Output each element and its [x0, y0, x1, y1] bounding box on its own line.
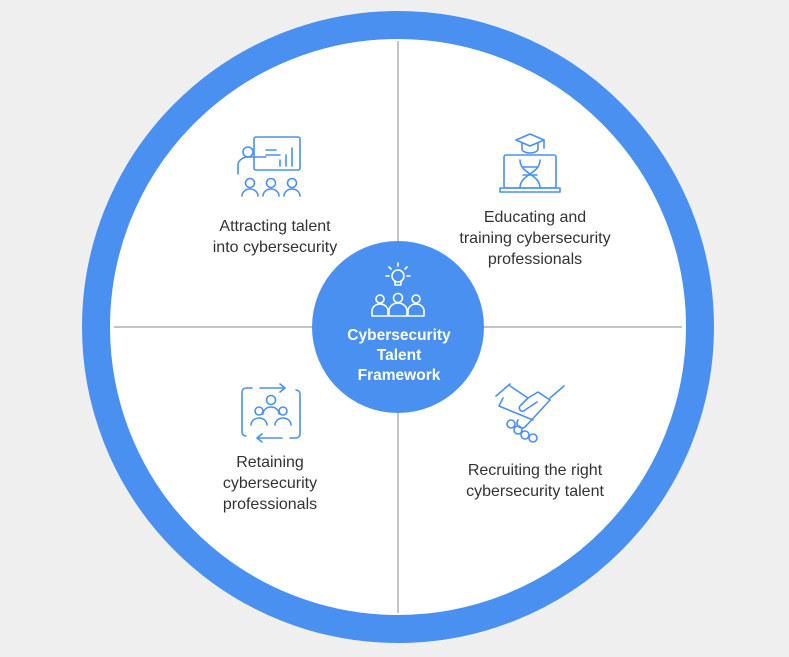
center-title: Cybersecurity Talent Framework	[347, 327, 451, 384]
center-circle	[312, 241, 484, 413]
quadrant-label-attracting: Attracting talent into cybersecurity	[212, 218, 338, 256]
presentation-audience-icon	[237, 136, 301, 197]
team-cycle-icon	[241, 383, 301, 443]
quadrant-label-retaining: Retaining cybersecurity professionals	[222, 454, 318, 513]
handshake-icon	[495, 383, 565, 443]
graduate-laptop-icon	[499, 133, 561, 193]
quadrant-label-educating: Educating and training cybersecurity pro…	[459, 209, 611, 268]
quadrant-label-recruiting: Recruiting the right cybersecurity talen…	[466, 462, 604, 500]
team-lightbulb-icon	[371, 262, 425, 317]
